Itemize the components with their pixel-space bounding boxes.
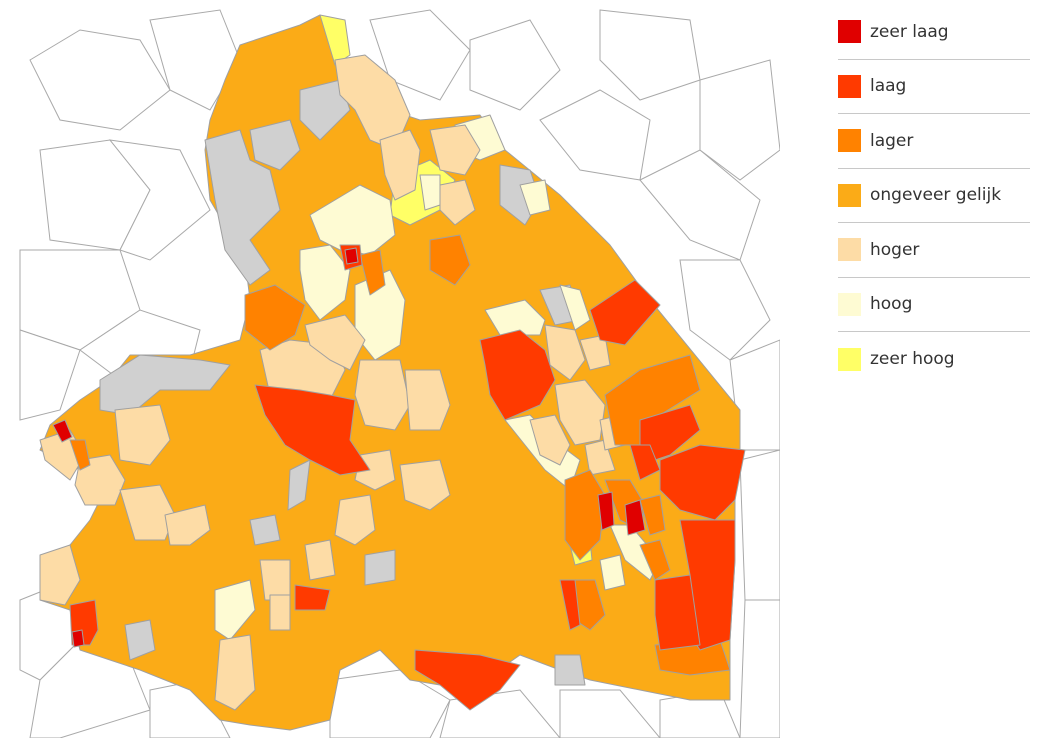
municipality-region xyxy=(354,449,396,491)
legend-label: zeer laag xyxy=(870,21,949,42)
municipality-region xyxy=(254,384,371,476)
legend-item-laag: laag xyxy=(838,60,1030,114)
legend-swatch-laag xyxy=(838,74,861,98)
municipality-region xyxy=(319,14,351,66)
legend-swatch-zeer-laag xyxy=(838,20,861,44)
municipality-region xyxy=(554,654,586,686)
legend-swatch-zeer-hoog xyxy=(838,347,861,371)
legend-label: hoog xyxy=(870,294,913,315)
legend-item-hoger: hoger xyxy=(838,223,1030,278)
municipality-region xyxy=(589,279,661,346)
legend-swatch-lager xyxy=(838,129,861,153)
legend-item-zeer-laag: zeer laag xyxy=(838,5,1030,60)
municipality-region xyxy=(269,594,291,631)
surrounding-municipality xyxy=(29,29,171,131)
municipality-region xyxy=(564,469,606,561)
municipality-region xyxy=(639,539,671,581)
municipality-region xyxy=(164,504,211,546)
municipality-region xyxy=(249,119,301,171)
municipality-region xyxy=(124,619,156,661)
municipality-region xyxy=(114,404,171,466)
municipality-region xyxy=(299,244,351,321)
municipality-region xyxy=(74,454,126,506)
legend-label: ongeveer gelijk xyxy=(870,185,1002,206)
municipality-region xyxy=(654,574,701,651)
municipality-region xyxy=(529,414,571,466)
surrounding-municipality xyxy=(369,9,471,101)
municipality-region xyxy=(259,559,291,601)
municipality-region xyxy=(624,499,646,536)
surrounding-municipality xyxy=(108,139,211,261)
municipality-region xyxy=(304,314,366,371)
municipality-region xyxy=(544,324,586,381)
municipality-region xyxy=(429,234,471,286)
legend-label: zeer hoog xyxy=(870,349,955,370)
municipality-region xyxy=(414,649,521,711)
legend-item-hoog: hoog xyxy=(838,278,1030,332)
map-legend: zeer laag laag lager ongeveer gelijk hog… xyxy=(838,5,1030,387)
municipality-region xyxy=(99,354,231,416)
municipality-region xyxy=(559,284,591,331)
surrounding-municipality xyxy=(19,329,81,421)
surrounding-municipality xyxy=(539,89,651,181)
municipality-region xyxy=(439,179,476,226)
surrounding-municipality xyxy=(739,599,780,738)
legend-item-ongeveer-gelijk: ongeveer gelijk xyxy=(838,169,1030,223)
municipality-region xyxy=(479,329,556,421)
surrounding-municipality xyxy=(699,59,780,181)
municipality-region xyxy=(604,354,701,446)
municipality-region xyxy=(599,554,626,591)
surrounding-municipality xyxy=(739,449,780,601)
municipality-region xyxy=(294,584,331,611)
municipality-region xyxy=(249,514,281,546)
municipality-region xyxy=(304,539,336,581)
surrounding-municipality xyxy=(559,689,661,738)
municipality-region xyxy=(559,579,581,631)
municipality-region xyxy=(354,359,411,431)
municipality-region xyxy=(597,491,615,531)
municipality-region xyxy=(244,284,306,351)
municipality-region xyxy=(359,249,386,296)
municipality-region xyxy=(484,299,546,336)
legend-item-lager: lager xyxy=(838,114,1030,169)
legend-swatch-ongeveer-gelijk xyxy=(838,183,861,207)
municipality-region xyxy=(639,494,666,536)
municipality-region xyxy=(309,184,396,256)
municipality-region xyxy=(52,419,73,443)
municipality-region xyxy=(429,124,481,176)
municipality-region xyxy=(204,129,281,286)
municipality-region xyxy=(71,629,85,648)
municipality-region xyxy=(629,444,661,481)
legend-label: laag xyxy=(870,76,907,97)
municipality-region xyxy=(69,439,91,471)
map-canvas xyxy=(19,9,780,738)
surrounding-municipality xyxy=(329,669,451,738)
municipality-region xyxy=(214,634,256,711)
municipality-region xyxy=(364,549,396,586)
legend-item-zeer-hoog: zeer hoog xyxy=(838,332,1030,387)
municipality-region xyxy=(299,79,351,141)
municipality-region xyxy=(519,179,551,216)
legend-swatch-hoger xyxy=(838,238,861,262)
choropleth-map xyxy=(19,9,780,738)
surrounding-municipality xyxy=(639,149,761,261)
legend-label: hoger xyxy=(870,239,920,260)
surrounding-municipality xyxy=(599,9,701,101)
municipality-region xyxy=(554,379,606,446)
municipality-region xyxy=(344,247,359,265)
municipality-region xyxy=(214,579,256,641)
legend-swatch-hoog xyxy=(838,292,861,316)
municipality-region xyxy=(659,444,746,521)
surrounding-municipality xyxy=(469,19,561,111)
municipality-region xyxy=(287,459,311,511)
municipality-region xyxy=(39,544,81,606)
municipality-region xyxy=(334,494,376,546)
surrounding-municipality xyxy=(679,259,771,361)
municipality-region xyxy=(399,459,451,511)
municipality-region xyxy=(379,129,421,201)
municipality-region xyxy=(579,334,611,371)
legend-label: lager xyxy=(870,130,914,151)
municipality-region xyxy=(404,369,451,431)
